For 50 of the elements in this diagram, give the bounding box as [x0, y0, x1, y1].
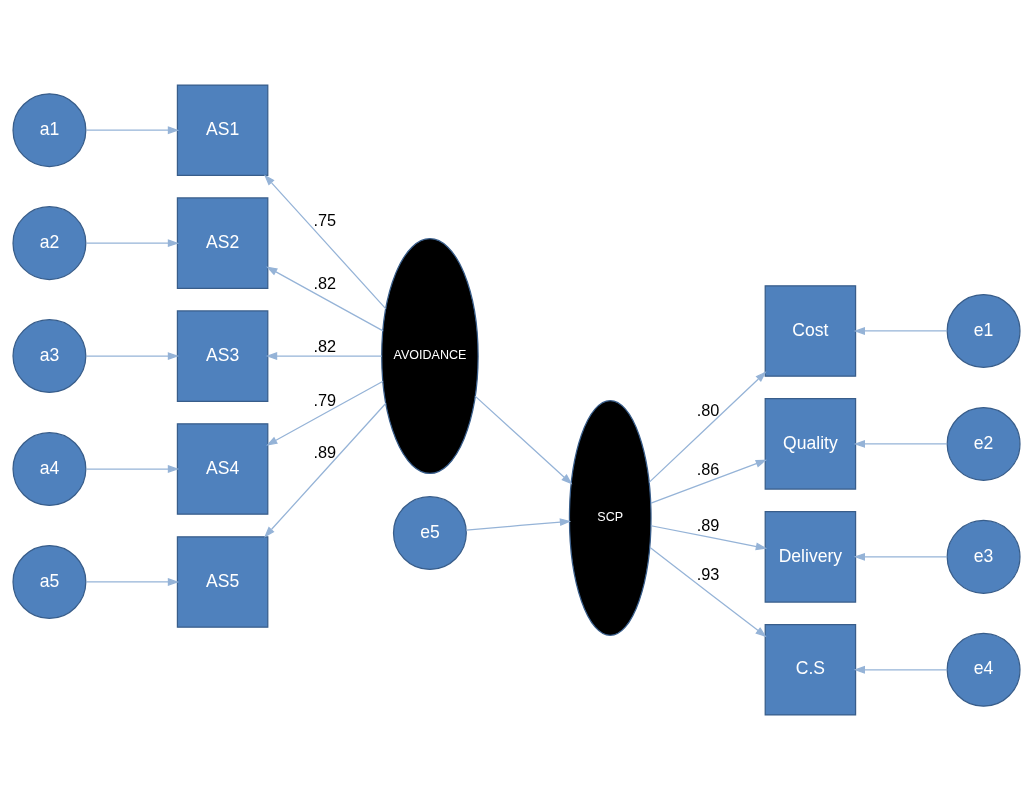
- node-circle: e4: [946, 632, 1021, 707]
- node-box: AS4: [176, 423, 269, 515]
- arrow: [264, 174, 387, 310]
- edge-label: .80: [696, 400, 720, 419]
- node-box: AS2: [176, 197, 269, 289]
- arrow: [266, 380, 384, 446]
- arrow: [85, 126, 180, 135]
- arrow: [853, 327, 948, 335]
- arrow: [85, 465, 180, 473]
- arrow: [853, 552, 948, 561]
- node-box: Delivery: [764, 511, 857, 603]
- edge-label: .82: [313, 273, 337, 292]
- arrow: [266, 266, 384, 332]
- edge-label: .93: [696, 564, 720, 583]
- node-box: AS3: [176, 310, 269, 402]
- arrow: [853, 665, 948, 674]
- arrow: [474, 395, 573, 485]
- arrow: [85, 578, 180, 586]
- arrow: [465, 518, 572, 531]
- edge-label: .89: [696, 516, 720, 535]
- node-circle: a4: [12, 432, 87, 507]
- node-circle: a3: [12, 319, 87, 394]
- arrow: [85, 239, 180, 248]
- node-box: Quality: [764, 398, 857, 490]
- node-circle: a1: [12, 93, 87, 168]
- arrow: [649, 546, 767, 638]
- edge-label: .75: [313, 211, 337, 230]
- node-box: AS5: [176, 536, 269, 628]
- node-box: C.S: [764, 624, 857, 716]
- arrow: [265, 352, 383, 361]
- arrow: [650, 525, 768, 551]
- edge-label: .86: [696, 459, 720, 478]
- node-box: Cost: [764, 285, 857, 377]
- node-box: AS1: [176, 84, 269, 176]
- node-circle: a2: [12, 206, 87, 281]
- arrow: [85, 352, 180, 361]
- node-circle: e3: [946, 519, 1021, 594]
- node-circle: e1: [946, 293, 1021, 368]
- edge-label: .79: [313, 390, 337, 409]
- edge-label: .82: [313, 336, 337, 355]
- arrow: [648, 371, 767, 483]
- edge-label: .89: [313, 443, 337, 462]
- node-ellipse: SCP: [568, 400, 652, 636]
- arrow: [264, 402, 387, 538]
- node-circle: e5: [392, 496, 467, 571]
- node-ellipse: AVOIDANCE: [381, 238, 479, 475]
- node-circle: a5: [12, 544, 87, 619]
- node-circle: e2: [946, 406, 1021, 481]
- arrow: [650, 459, 767, 504]
- arrow: [853, 439, 948, 448]
